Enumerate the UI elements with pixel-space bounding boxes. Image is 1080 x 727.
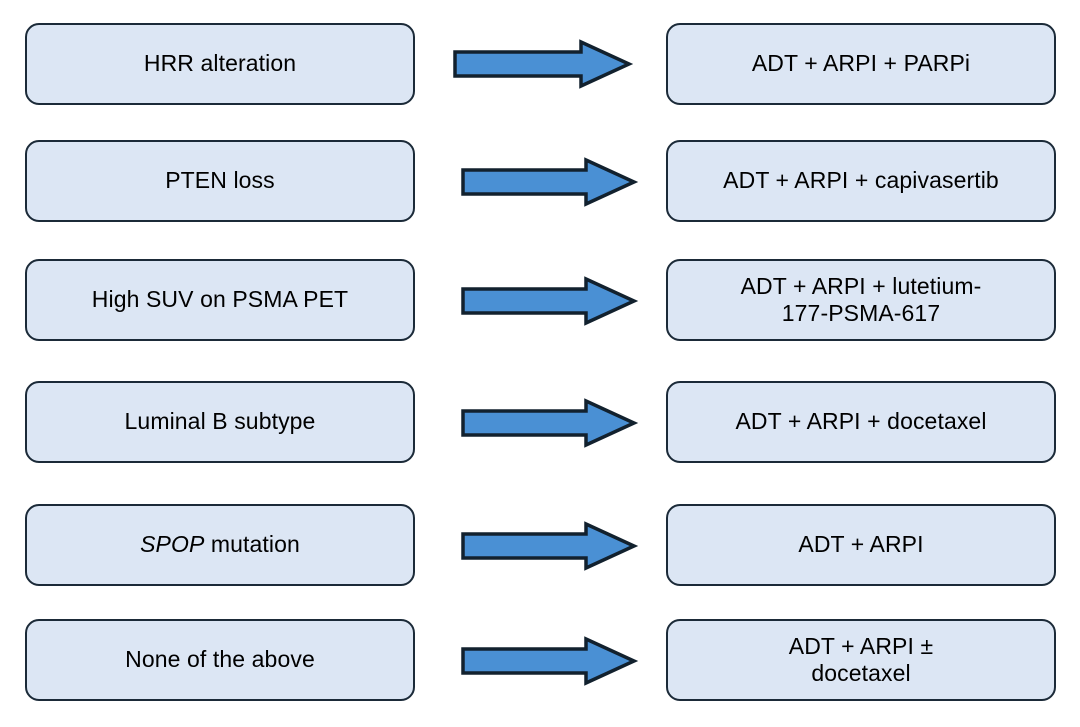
biomarker-box-none[interactable]: None of the above <box>25 619 415 701</box>
right-arrow-icon <box>461 276 639 326</box>
treatment-label-pten-line1: ADT + ARPI + capivasertib <box>723 167 999 194</box>
biomarker-box-luminal-b[interactable]: Luminal B subtype <box>25 381 415 463</box>
treatment-box-hrr[interactable]: ADT + ARPI + PARPi <box>666 23 1056 105</box>
treatment-label-none: ADT + ARPI ± docetaxel <box>678 633 1044 687</box>
biomarker-box-pten[interactable]: PTEN loss <box>25 140 415 222</box>
biomarker-label-none: None of the above <box>125 646 315 673</box>
treatment-box-pten[interactable]: ADT + ARPI + capivasertib <box>666 140 1056 222</box>
biomarker-label-luminal-b: Luminal B subtype <box>124 408 316 435</box>
treatment-label-psma: ADT + ARPI + lutetium- 177-PSMA-617 <box>678 273 1044 327</box>
treatment-label-psma-line2: 177-PSMA-617 <box>781 300 941 326</box>
biomarker-label-spop-suffix: mutation <box>204 531 300 558</box>
treatment-label-hrr-line1: ADT + ARPI + PARPi <box>751 50 971 77</box>
biomarker-label-spop: SPOP mutation <box>37 531 403 558</box>
right-arrow-icon <box>461 521 639 571</box>
right-arrow-icon <box>461 636 639 686</box>
treatment-label-psma-line1: ADT + ARPI + lutetium- <box>740 272 982 299</box>
biomarker-label-hrr: HRR alteration <box>143 50 297 77</box>
treatment-label-luminal-b-line1: ADT + ARPI + docetaxel <box>735 408 987 435</box>
right-arrow-icon <box>461 157 639 207</box>
biomarker-label-pten: PTEN loss <box>165 167 275 194</box>
treatment-label-none-line1: ADT + ARPI ± <box>788 632 934 659</box>
treatment-label-spop-line1: ADT + ARPI <box>798 531 924 558</box>
treatment-box-none[interactable]: ADT + ARPI ± docetaxel <box>666 619 1056 701</box>
right-arrow-icon <box>453 39 634 89</box>
treatment-box-psma[interactable]: ADT + ARPI + lutetium- 177-PSMA-617 <box>666 259 1056 341</box>
biomarker-box-hrr[interactable]: HRR alteration <box>25 23 415 105</box>
biomarker-label-psma: High SUV on PSMA PET <box>91 286 349 313</box>
biomarker-box-spop[interactable]: SPOP mutation <box>25 504 415 586</box>
treatment-label-none-line2: docetaxel <box>811 660 911 686</box>
biomarker-box-psma[interactable]: High SUV on PSMA PET <box>25 259 415 341</box>
treatment-box-spop[interactable]: ADT + ARPI <box>666 504 1056 586</box>
gene-name-spop: SPOP <box>140 531 205 558</box>
treatment-box-luminal-b[interactable]: ADT + ARPI + docetaxel <box>666 381 1056 463</box>
right-arrow-icon <box>461 398 639 448</box>
